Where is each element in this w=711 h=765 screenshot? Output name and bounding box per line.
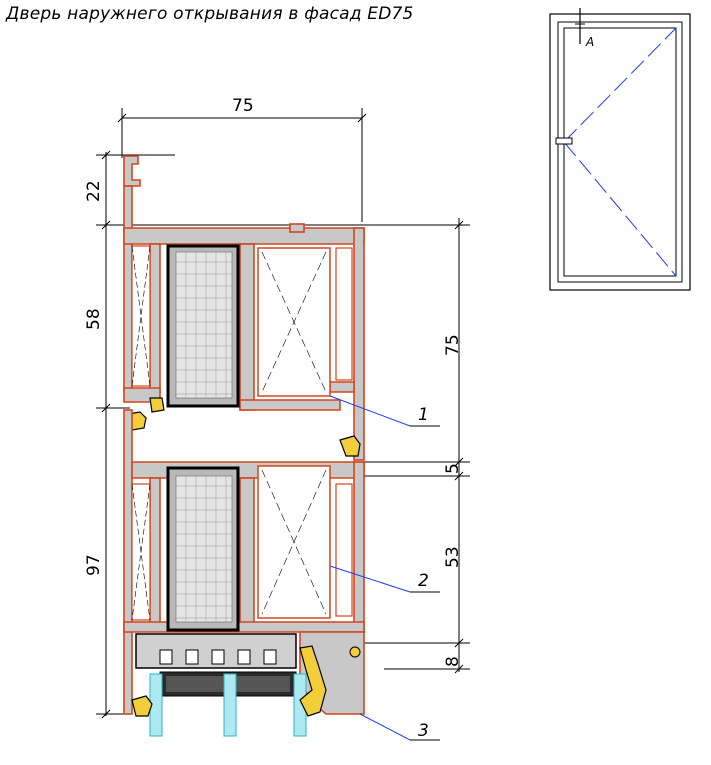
door-elevation [549,8,691,291]
gaskets-bottom [131,645,327,717]
dim-label-right-75: 75 [443,334,463,356]
dimension-left-chain [96,150,340,719]
door-handle-icon [555,137,573,145]
callout-2: 2 [418,571,429,591]
dim-label-right-8: 8 [443,656,463,667]
insulation-lower [166,466,240,632]
callout-1: 1 [418,405,429,425]
sash-chamber-2 [257,465,331,619]
callout-leaders [329,395,440,741]
sash-chamber-right [335,483,353,617]
dim-label-left-97: 97 [84,554,104,576]
dim-label-top-75: 75 [232,96,254,116]
dimension-top-width [117,108,367,222]
callout-3: 3 [418,721,429,741]
frame-chamber-right-upper [335,247,353,381]
frame-profile [123,155,365,461]
drain-marker [349,646,361,658]
dimension-right-chain [340,218,470,674]
brush-seals [149,673,307,737]
dim-label-right-5: 5 [443,463,463,474]
section-label-A: A [585,35,594,49]
frame-chamber-upper [131,245,151,387]
dim-label-left-58: 58 [84,308,104,330]
insulation-upper [166,244,240,408]
sash-chamber-left [131,483,151,621]
drawing-title: Дверь наружнего открывания в фасад ED75 [6,4,414,24]
dim-label-left-22: 22 [84,180,104,202]
dim-label-right-53: 53 [443,546,463,568]
frame-chamber-1 [257,247,331,397]
